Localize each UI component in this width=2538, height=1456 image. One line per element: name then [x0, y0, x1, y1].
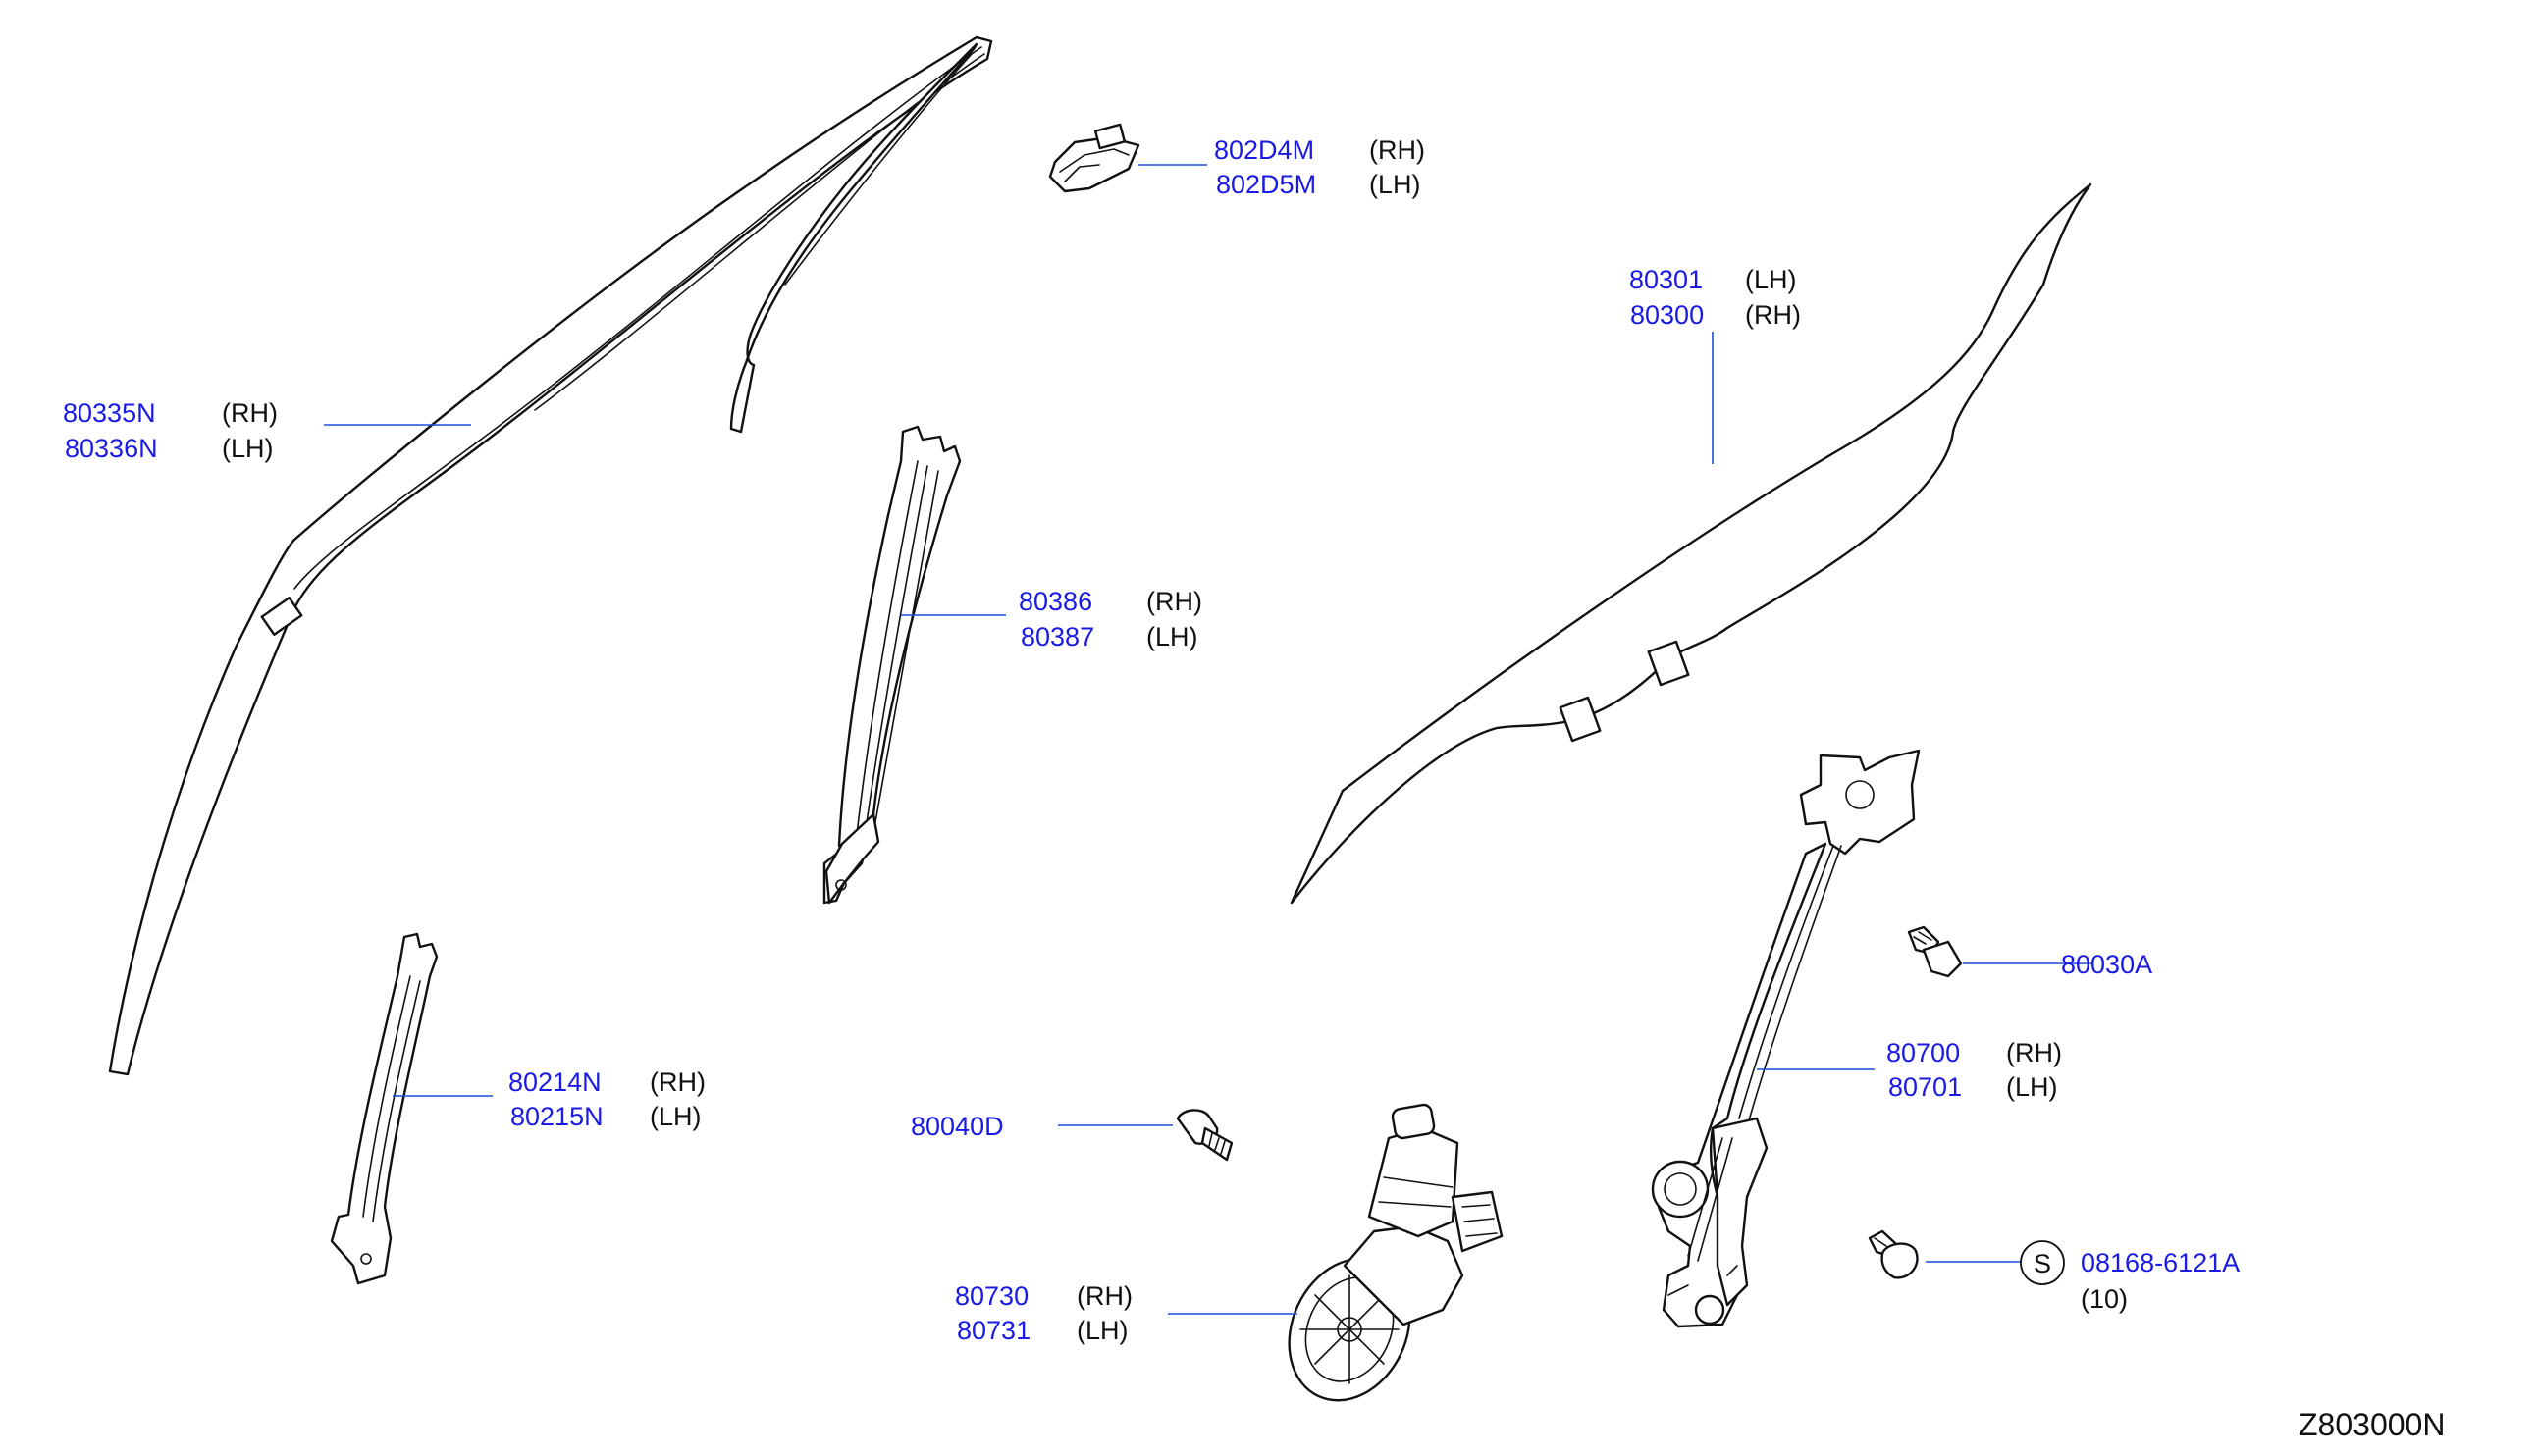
quantity: (10) — [2081, 1284, 2128, 1314]
side-lh: (LH) — [1146, 622, 1198, 651]
side-rh: (RH) — [650, 1067, 706, 1097]
side-rh: (RH) — [1369, 135, 1425, 165]
side-lh: (LH) — [650, 1102, 702, 1131]
callout-upper-bolt: 80030A — [2061, 950, 2152, 979]
part-number-80300[interactable]: 80300 — [1630, 300, 1704, 330]
side-rh: (RH) — [2006, 1038, 2062, 1067]
part-number-80215n[interactable]: 80215N — [510, 1102, 604, 1131]
part-number-80387[interactable]: 80387 — [1021, 622, 1094, 651]
standard-bolt-drawing — [1868, 1229, 1919, 1279]
callout-standard-bolt: S 08168-6121A (10) — [2020, 1240, 2240, 1314]
glass-run-drawing — [108, 35, 993, 1076]
upper-bolt-drawing — [1907, 925, 1963, 978]
part-number-08168-6121a[interactable]: 08168-6121A — [2081, 1248, 2240, 1277]
callout-glass-run: 80335N (RH) 80336N (LH) — [63, 398, 278, 463]
callout-molding-bracket: 802D4M (RH) 802D5M (LH) — [1214, 135, 1425, 199]
side-lh: (LH) — [1369, 170, 1421, 199]
part-number-802d5m[interactable]: 802D5M — [1216, 170, 1316, 199]
motor-drawing — [1288, 1103, 1504, 1402]
standard-part-symbol — [2020, 1240, 2065, 1285]
part-number-80386[interactable]: 80386 — [1019, 587, 1092, 616]
callout-motor: 80730 (RH) 80731 (LH) — [955, 1281, 1133, 1345]
callout-door-glass: 80301 (LH) 80300 (RH) — [1629, 265, 1801, 330]
part-number-80730[interactable]: 80730 — [955, 1281, 1029, 1311]
part-number-80700[interactable]: 80700 — [1886, 1038, 1960, 1067]
part-number-80336n[interactable]: 80336N — [65, 434, 158, 463]
side-rh: (RH) — [1077, 1281, 1133, 1311]
side-lh: (LH) — [1745, 265, 1797, 294]
diagram-id: Z803000N — [2299, 1407, 2445, 1442]
side-rh: (RH) — [1146, 587, 1202, 616]
part-number-802d4m[interactable]: 802D4M — [1214, 135, 1314, 165]
side-rh: (RH) — [1745, 300, 1801, 330]
part-number-80701[interactable]: 80701 — [1888, 1072, 1962, 1102]
part-number-80040d[interactable]: 80040D — [911, 1112, 1004, 1141]
side-lh: (LH) — [2006, 1072, 2058, 1102]
molding-bracket-drawing — [1048, 123, 1140, 193]
part-number-80335n[interactable]: 80335N — [63, 398, 156, 428]
callout-rear-sash: 80214N (RH) 80215N (LH) — [508, 1067, 706, 1131]
part-number-80731[interactable]: 80731 — [957, 1316, 1031, 1345]
side-lh: (LH) — [1077, 1316, 1129, 1345]
part-number-80030a[interactable]: 80030A — [2061, 950, 2152, 979]
callout-regulator: 80700 (RH) 80701 (LH) — [1886, 1038, 2062, 1102]
regulator-drawing — [1651, 749, 1921, 1328]
callout-screw: 80040D — [911, 1112, 1004, 1141]
side-lh: (LH) — [222, 434, 274, 463]
rear-sash-drawing — [330, 932, 439, 1285]
callout-center-sash: 80386 (RH) 80387 (LH) — [1019, 587, 1202, 651]
screw-drawing — [1176, 1109, 1234, 1162]
part-number-80214n[interactable]: 80214N — [508, 1067, 602, 1097]
side-rh: (RH) — [222, 398, 278, 428]
center-sash-drawing — [822, 425, 962, 905]
door-glass-drawing — [1290, 182, 2092, 905]
part-number-80301[interactable]: 80301 — [1629, 265, 1703, 294]
standard-part-symbol-letter: S — [2034, 1249, 2051, 1278]
